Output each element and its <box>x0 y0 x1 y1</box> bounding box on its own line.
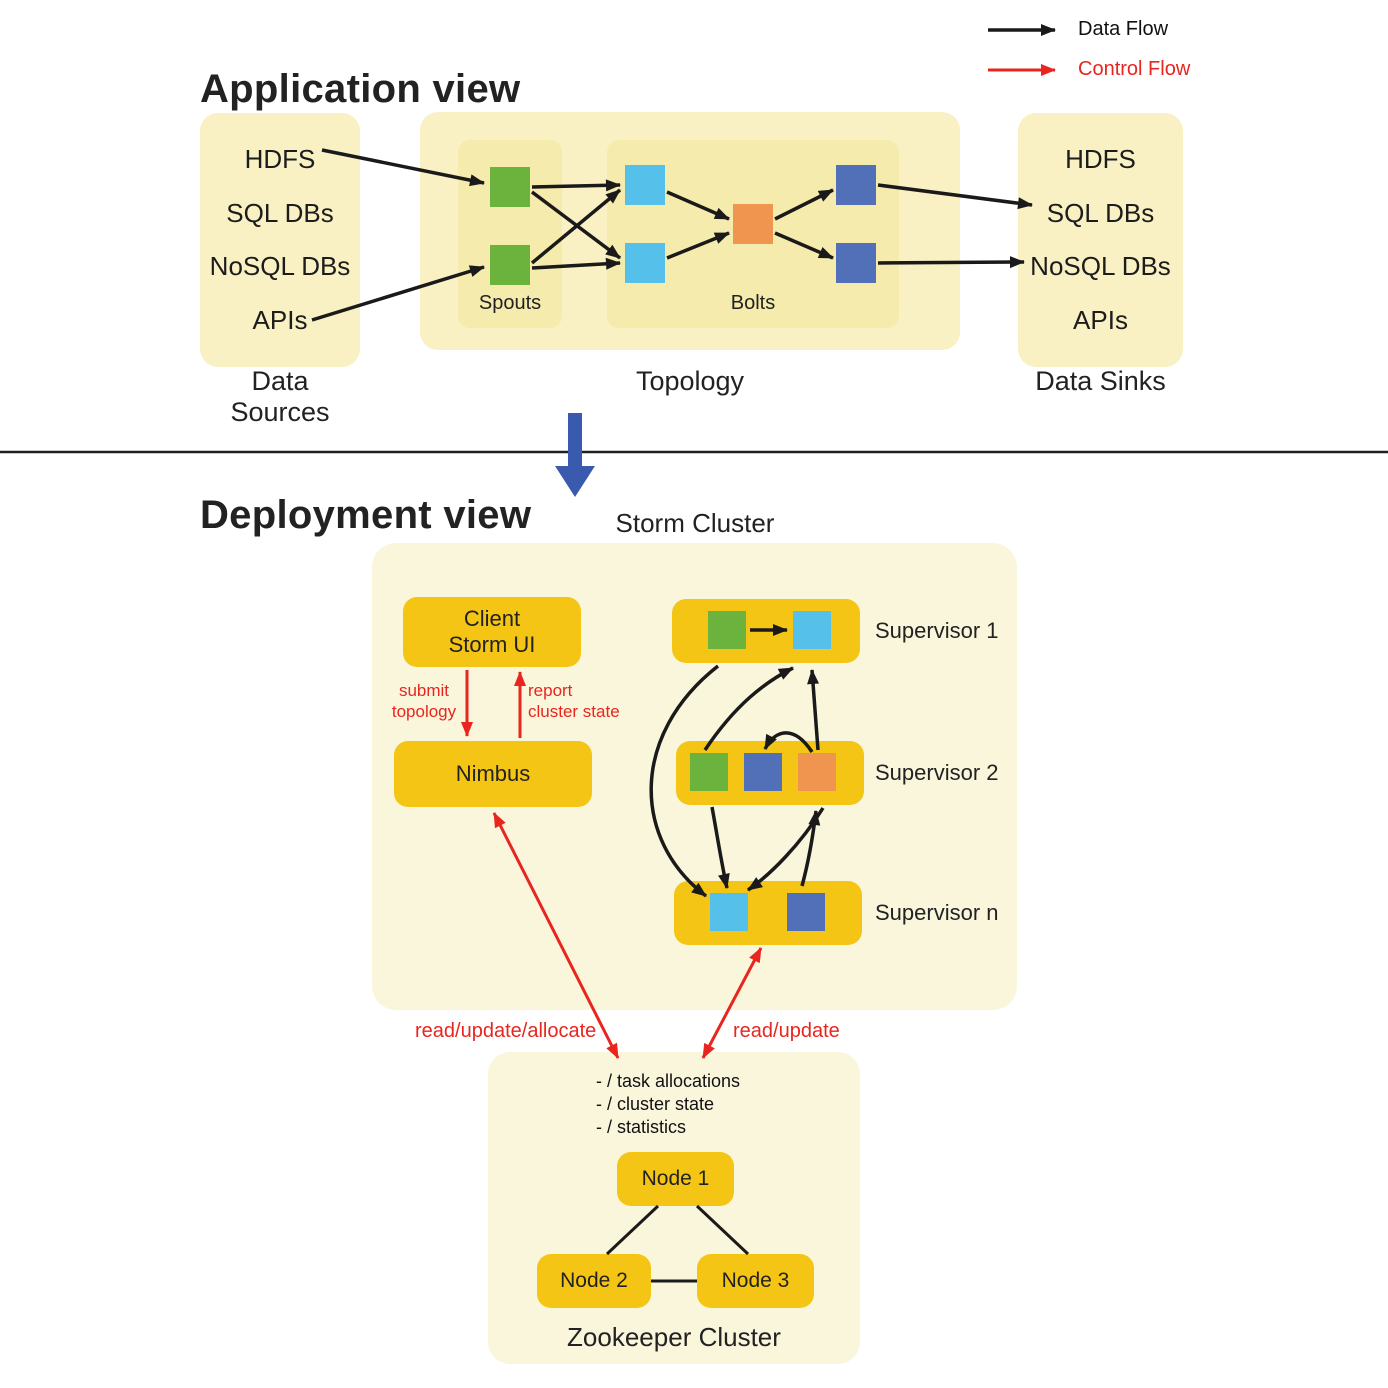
bolt-square-darkblue-1 <box>836 165 876 205</box>
read-update-allocate-label: read/update/allocate <box>415 1020 597 1042</box>
data-sink-item: APIs <box>1073 305 1128 336</box>
spout-square-1 <box>490 167 530 207</box>
data-sink-item: SQL DBs <box>1046 197 1155 228</box>
zookeeper-cluster-label: Zookeeper Cluster <box>567 1322 781 1352</box>
legend-data-flow-label: Data Flow <box>1078 18 1169 40</box>
supervisor-n-lightblue-square <box>710 893 748 931</box>
data-sink-item: HDFS <box>1065 143 1136 174</box>
storm-cluster-label: Storm Cluster <box>615 508 775 538</box>
nimbus-node: Nimbus <box>394 741 592 807</box>
bolt-square-orange <box>733 204 773 244</box>
zookeeper-node-1: Node 1 <box>617 1152 734 1206</box>
zookeeper-path-line: - / statistics <box>596 1117 687 1137</box>
data-sources-panel: HDFS SQL DBs NoSQL DBs APIs <box>200 113 360 367</box>
zookeeper-panel <box>488 1052 860 1364</box>
client-line: Storm UI <box>448 632 536 657</box>
zookeeper-path-line: - / cluster state <box>596 1094 715 1114</box>
data-source-item: NoSQL DBs <box>209 251 351 282</box>
spouts-label: Spouts <box>478 292 542 314</box>
zookeeper-node-2: Node 2 <box>537 1254 651 1308</box>
topology-label: Topology <box>635 366 745 396</box>
zookeeper-paths: - / task allocations - / cluster state -… <box>596 1070 740 1139</box>
supervisor-1-label: Supervisor 1 <box>875 618 999 643</box>
client-storm-ui-node: Client Storm UI <box>403 597 581 667</box>
supervisor-n-node <box>674 881 862 945</box>
submit-topology-label: submit topology <box>391 681 457 721</box>
read-update-label: read/update <box>733 1020 840 1042</box>
supervisor-2-label: Supervisor 2 <box>875 760 999 785</box>
data-source-item: APIs <box>252 305 308 336</box>
zookeeper-path-line: - / task allocations <box>596 1071 741 1091</box>
spout-square-2 <box>490 245 530 285</box>
supervisor-n-label: Supervisor n <box>875 900 999 925</box>
data-source-item: SQL DBs <box>226 197 334 228</box>
zookeeper-node-3: Node 3 <box>697 1254 814 1308</box>
supervisor-1-green-square <box>708 611 746 649</box>
data-sinks-label: Data Sinks <box>1035 366 1166 396</box>
data-sinks-panel: HDFS SQL DBs NoSQL DBs APIs <box>1018 113 1183 367</box>
application-view-title: Application view <box>200 66 521 111</box>
client-line: Client <box>463 606 521 631</box>
bolt-square-lightblue-2 <box>625 243 665 283</box>
report-cluster-state-label: report cluster state <box>528 681 620 721</box>
deployment-view-title: Deployment view <box>200 492 532 537</box>
section-transition-arrow <box>555 413 595 497</box>
data-sources-label: Data Sources <box>230 366 330 427</box>
supervisor-2-green-square <box>690 753 728 791</box>
data-sink-item: NoSQL DBs <box>1030 251 1171 282</box>
supervisor-2-darkblue-square <box>744 753 782 791</box>
bolt-square-darkblue-2 <box>836 243 876 283</box>
nimbus-label: Nimbus <box>455 761 531 786</box>
supervisor-n-darkblue-square <box>787 893 825 931</box>
legend-control-flow-label: Control Flow <box>1078 58 1191 80</box>
supervisor-1-lightblue-square <box>793 611 831 649</box>
supervisor-1-node <box>672 599 860 663</box>
bolt-square-lightblue-1 <box>625 165 665 205</box>
bolts-label: Bolts <box>730 292 776 314</box>
supervisor-2-orange-square <box>798 753 836 791</box>
data-source-item: HDFS <box>244 143 316 174</box>
